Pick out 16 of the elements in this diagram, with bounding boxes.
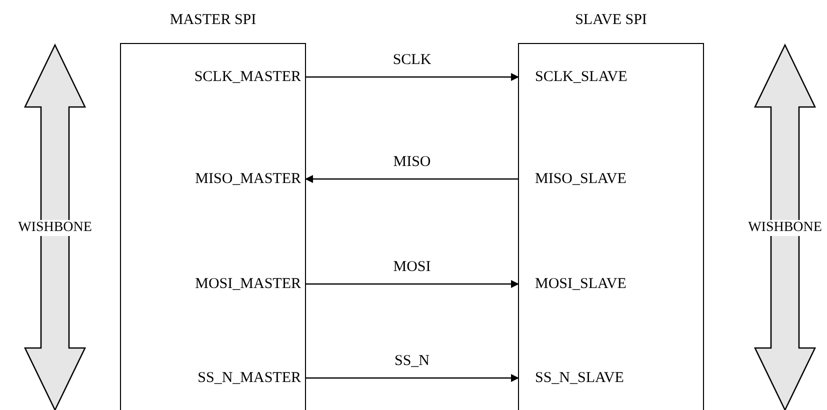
module-title: SLAVE SPI bbox=[575, 12, 647, 29]
module-title: MASTER SPI bbox=[170, 12, 256, 29]
pin-label: SCLK_SLAVE bbox=[519, 66, 628, 88]
signal-arrow bbox=[305, 73, 519, 81]
signal-arrow bbox=[305, 175, 519, 183]
pin-label: SS_N_SLAVE bbox=[519, 367, 624, 389]
signal-arrow bbox=[305, 374, 519, 382]
bus-label: WISHBONE bbox=[18, 220, 92, 236]
pin-label: SCLK_MASTER bbox=[194, 66, 305, 88]
pin-label: MISO_MASTER bbox=[195, 168, 305, 190]
bus-label: WISHBONE bbox=[748, 220, 822, 236]
pin-label: MOSI_MASTER bbox=[195, 273, 305, 295]
pin-label: MISO_SLAVE bbox=[519, 168, 626, 190]
pin-label: MOSI_SLAVE bbox=[519, 273, 626, 295]
signal-arrow bbox=[305, 280, 519, 288]
pin-label: SS_N_MASTER bbox=[198, 367, 305, 389]
